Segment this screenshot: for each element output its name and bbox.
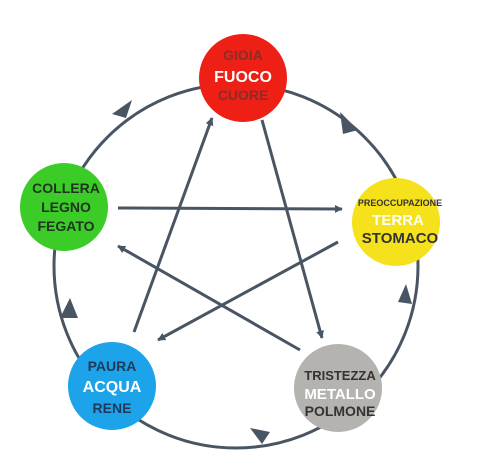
node-acqua-organ: RENE <box>93 400 132 416</box>
cycle-arrowhead-acqua-legno <box>60 298 78 318</box>
controlling-cycle-star <box>117 117 343 352</box>
cycle-arrowhead-fuoco-terra <box>340 112 358 134</box>
node-legno-element: LEGNO <box>41 199 91 215</box>
node-terra-organ: STOMACO <box>362 230 439 247</box>
node-metallo-emotion: TRISTEZZA <box>304 368 376 383</box>
node-metallo-circle <box>294 344 382 432</box>
node-fuoco-organ: CUORE <box>218 87 269 103</box>
cycle-arrowheads <box>60 100 412 444</box>
star-arrow-acqua-fuoco <box>132 117 214 333</box>
node-legno-circle <box>20 163 108 251</box>
node-fuoco-emotion: GIOIA <box>223 47 263 63</box>
node-metallo-element: METALLO <box>304 386 376 403</box>
node-fuoco: GIOIA FUOCO CUORE <box>199 34 287 122</box>
star-arrow-legno-terra <box>117 204 343 213</box>
node-legno-emotion: COLLERA <box>32 180 100 196</box>
node-legno-organ: FEGATO <box>37 218 94 234</box>
node-terra-circle <box>352 178 440 266</box>
node-acqua: PAURA ACQUA RENE <box>68 342 156 430</box>
node-terra-emotion: PREOCCUPAZIONE <box>358 198 442 208</box>
node-fuoco-circle <box>199 34 287 122</box>
cycle-arrowhead-legno-fuoco <box>112 100 132 118</box>
node-fuoco-element: FUOCO <box>214 69 272 86</box>
node-acqua-emotion: PAURA <box>88 358 137 374</box>
node-terra: PREOCCUPAZIONE TERRA STOMACO <box>352 178 442 266</box>
node-acqua-element: ACQUA <box>83 379 142 396</box>
node-acqua-circle <box>68 342 156 430</box>
star-arrow-fuoco-metallo <box>260 119 324 339</box>
node-terra-element: TERRA <box>372 212 424 229</box>
cycle-arrowhead-metallo-acqua <box>250 428 270 444</box>
star-arrow-metallo-legno <box>117 244 301 352</box>
star-arrow-terra-acqua <box>157 240 339 342</box>
node-metallo: TRISTEZZA METALLO POLMONE <box>294 344 382 432</box>
node-metallo-organ: POLMONE <box>305 403 376 419</box>
cycle-arrowhead-terra-metallo <box>398 284 412 304</box>
node-legno: COLLERA LEGNO FEGATO <box>20 163 108 251</box>
